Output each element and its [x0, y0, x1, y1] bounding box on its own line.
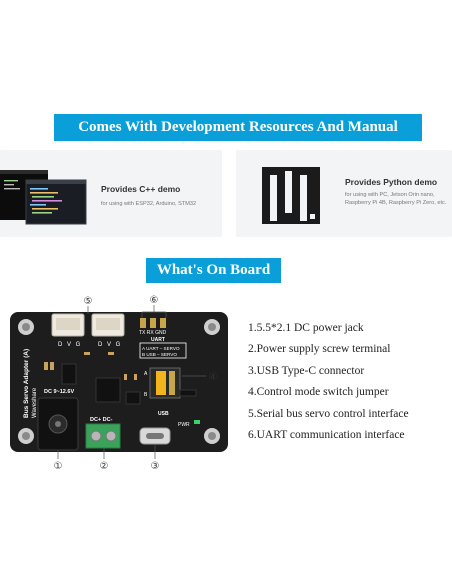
jumper-b-label: B	[144, 392, 148, 398]
cpp-demo-desc: for using with ESP32, Arduino, STM32	[101, 201, 197, 207]
micropython-logo	[262, 167, 320, 224]
feature-list: 1.5.5*2.1 DC power jack 2.Power supply s…	[248, 318, 409, 446]
board-name: Bus Servo Adapter (A)	[23, 349, 30, 418]
mounting-holes	[18, 319, 220, 444]
list-item: 2.Power supply screw terminal	[248, 343, 391, 356]
uart-header	[140, 318, 166, 328]
cpp-code-screenshot	[0, 170, 87, 225]
usb-label: USB	[158, 411, 169, 417]
list-item: 5.Serial bus servo control interface	[248, 407, 409, 420]
callout-3: ③	[151, 461, 160, 472]
pwr-label: PWR	[178, 422, 190, 428]
callout-5: ⑤	[84, 296, 93, 307]
terminal-label: DC+ DC-	[90, 417, 113, 423]
resources-banner: Comes With Development Resources And Man…	[54, 114, 422, 141]
servo-connectors	[51, 313, 125, 337]
screw-terminal	[85, 423, 121, 449]
servo-adapter-board	[10, 312, 228, 452]
mode-a-label: A UART – SERVO	[142, 346, 180, 351]
uart-label: UART	[151, 337, 165, 343]
dc-barrel-jack	[37, 397, 79, 451]
callout-4: ④	[209, 372, 218, 383]
onboard-banner: What's On Board	[146, 258, 281, 283]
callout-6: ⑥	[150, 295, 159, 306]
callout-2: ②	[100, 461, 109, 472]
jumper-a-label: A	[144, 371, 148, 377]
pin-label-right: D V G	[98, 342, 121, 348]
callout-lines	[57, 305, 206, 459]
usb-c-connector	[139, 427, 171, 445]
dc-voltage-label: DC 9~12.6V	[44, 389, 74, 395]
board-brand: Waveshare	[32, 387, 38, 418]
list-item: 6.UART communication interface	[248, 428, 405, 441]
callout-1: ①	[54, 461, 63, 472]
list-item: 3.USB Type-C connector	[248, 364, 365, 377]
list-item: 1.5.5*2.1 DC power jack	[248, 322, 364, 334]
mode-jumper	[149, 367, 181, 399]
cpp-demo-title: Provides C++ demo	[101, 184, 181, 194]
python-demo-title: Provides Python demo	[345, 177, 438, 187]
list-item: 4.Control mode switch jumper	[248, 386, 389, 399]
mode-b-label: B USB – SERVO	[142, 352, 177, 357]
pin-label-left: D V G	[58, 342, 81, 348]
uart-pin-labels: TX RX GND	[139, 330, 167, 336]
callout-numbers: ① ② ③ ④ ⑤ ⑥	[54, 295, 218, 472]
python-demo-desc: for using with PC, Jetson Orin nano, Ras…	[345, 192, 447, 206]
